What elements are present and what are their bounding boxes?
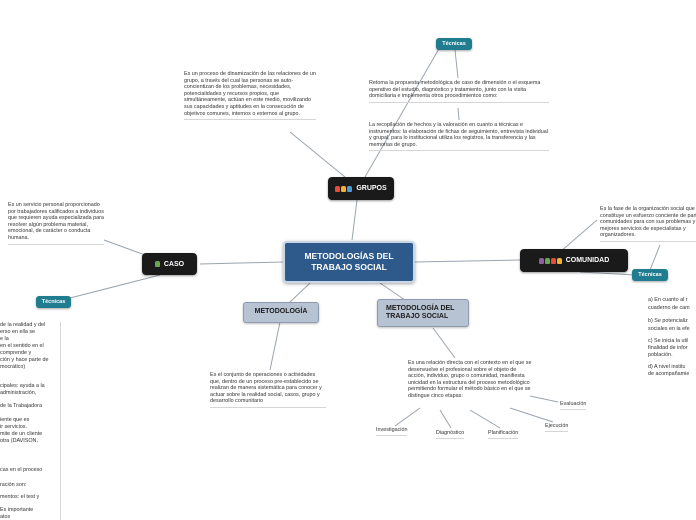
caso-tecnica-line: ir servicios. (0, 424, 27, 430)
link-etapa-diagnostico (439, 409, 452, 429)
link-metodologia-ts-description (432, 327, 456, 359)
comunidad-tecnica-line: d) A nivel institu (648, 364, 686, 370)
etapa-evaluacion: Evaluación (560, 401, 587, 410)
etapa-planificacion: Planificación (488, 430, 519, 439)
caso-description: Es un servicio personal proporcionado po… (8, 202, 104, 245)
comunidad-tecnica-line: población. (648, 352, 673, 358)
etapa-diagnostico: Diagnóstico (436, 430, 465, 439)
comunidad-label: COMUNIDAD (565, 257, 610, 264)
link-etapa-evaluacion (529, 395, 559, 403)
link-metodologia-description (269, 321, 281, 371)
main-topic-label: METODOLOGÍAS DEL TRABAJO SOCIAL (304, 251, 394, 272)
link-etapa-investigacion (394, 407, 421, 427)
caso-tecnica-line: cas en el proceso (0, 467, 43, 473)
caso-tecnica-line: ción y hace parte de (0, 357, 49, 363)
link-main-caso (199, 261, 284, 265)
metodologia-ts-node[interactable]: METODOLOGÍA DEL TRABAJO SOCIAL (377, 299, 469, 327)
main-topic-node[interactable]: METODOLOGÍAS DEL TRABAJO SOCIAL (283, 241, 415, 283)
caso-tecnica-line: e la (0, 336, 9, 342)
link-comunidad-tecnicas (579, 271, 637, 276)
grupos-tecnicas-text-1: Retoma la propuesta metodológica de caso… (369, 80, 549, 103)
caso-label: CASO (163, 260, 185, 268)
caso-tecnica-line: erso en ella se (0, 329, 36, 335)
caso-tecnicas-text: de la realidad y del erso en ella se e l… (0, 322, 61, 520)
caso-tecnicas-node[interactable]: Técnicas (36, 296, 71, 308)
caso-tecnica-line: mocrático) (0, 364, 26, 370)
grupos-tecnicas-label: Técnicas (442, 41, 466, 47)
caso-tecnicas-label: Técnicas (41, 299, 66, 305)
link-text1-text2 (457, 107, 460, 121)
metodologia-label: METODOLOGÍA (254, 308, 308, 316)
metodologia-node[interactable]: METODOLOGÍA (243, 302, 319, 323)
caso-tecnica-line: de la realidad y del (0, 322, 46, 328)
link-main-comunidad (413, 259, 521, 263)
comunidad-tecnica-line: b) Se potencializ (648, 318, 688, 324)
link-caso-description (103, 239, 146, 256)
grupos-label: GRUPOS (356, 185, 387, 192)
comunidad-tecnica-line: sociales en la efe (648, 326, 690, 332)
caso-tecnica-line: mite de un cliente (0, 431, 43, 437)
caso-tecnica-line: otra (DAVISON, (0, 438, 38, 444)
comunidad-tecnica-line: de acompañamie (648, 371, 690, 377)
link-main-metodologia-ts (379, 282, 406, 301)
grupos-tecnicas-node[interactable]: Técnicas (436, 38, 472, 50)
metodologia-ts-label: METODOLOGÍA DEL TRABAJO SOCIAL (386, 304, 455, 321)
person-icon (154, 261, 160, 267)
link-grupos-description (289, 131, 346, 178)
grupos-tecnicas-text-2: La recopilación de hechos y la valoració… (369, 122, 549, 152)
caso-tecnica-line: iente que es (0, 417, 30, 423)
caso-tecnica-line: de la Trabajadora (0, 403, 42, 409)
comunidad-node[interactable]: COMUNIDAD (520, 249, 628, 272)
people-icon (335, 185, 353, 192)
link-comunidad-description (559, 219, 598, 253)
comunidad-description: Es la fase de la organización social que… (600, 206, 696, 242)
caso-tecnica-line: comprende y (0, 350, 32, 356)
caso-tecnica-line: atos (0, 514, 11, 520)
community-icon (538, 257, 562, 264)
caso-tecnica-line: ración son: (0, 482, 27, 488)
link-tecnicas-comunidad-desc (649, 244, 661, 271)
caso-node[interactable]: CASO (142, 253, 197, 275)
caso-tecnica-line: administración, (0, 390, 37, 396)
caso-tecnica-line: mentos: el test y (0, 494, 40, 500)
link-caso-tecnicas (69, 274, 161, 299)
comunidad-tecnica-line: c) Se inicia la util (648, 338, 689, 344)
grupos-description: Es un proceso de dinamización de las rel… (184, 71, 316, 121)
etapa-ejecucion: Ejecución (545, 423, 569, 432)
grupos-node[interactable]: GRUPOS (328, 177, 394, 200)
etapa-investigacion: Investigación (376, 427, 408, 436)
comunidad-tecnicas-node[interactable]: Técnicas (632, 269, 668, 281)
link-etapa-ejecucion (509, 407, 554, 423)
caso-tecnica-line: en el sentido en el (0, 343, 44, 349)
comunidad-tecnica-line: cuaderno de cam (648, 305, 690, 311)
link-grupos-tecnicas (364, 46, 441, 178)
metodologia-description: Es el conjunto de operaciones o activida… (210, 372, 326, 408)
comunidad-tecnica-line: finalidad de infor (648, 345, 688, 351)
comunidad-tecnicas-label: Técnicas (638, 272, 662, 278)
comunidad-tecnica-line: a) En cuanto al r (648, 297, 688, 303)
link-etapa-planificacion (469, 409, 501, 429)
metodologia-ts-description: Es una relación directa con el contexto … (408, 360, 532, 399)
link-tecnicas-text1 (454, 49, 459, 79)
caso-tecnica-line: Es importante (0, 507, 34, 513)
comunidad-description-clip: Es la fase de la organización social que… (598, 206, 696, 246)
link-main-grupos (351, 199, 358, 241)
comunidad-tecnicas-text: a) En cuanto al r cuaderno de cam b) Se … (646, 296, 696, 386)
caso-tecnica-line: cipales: ayuda a la (0, 383, 45, 389)
link-main-metodologia (289, 282, 311, 303)
